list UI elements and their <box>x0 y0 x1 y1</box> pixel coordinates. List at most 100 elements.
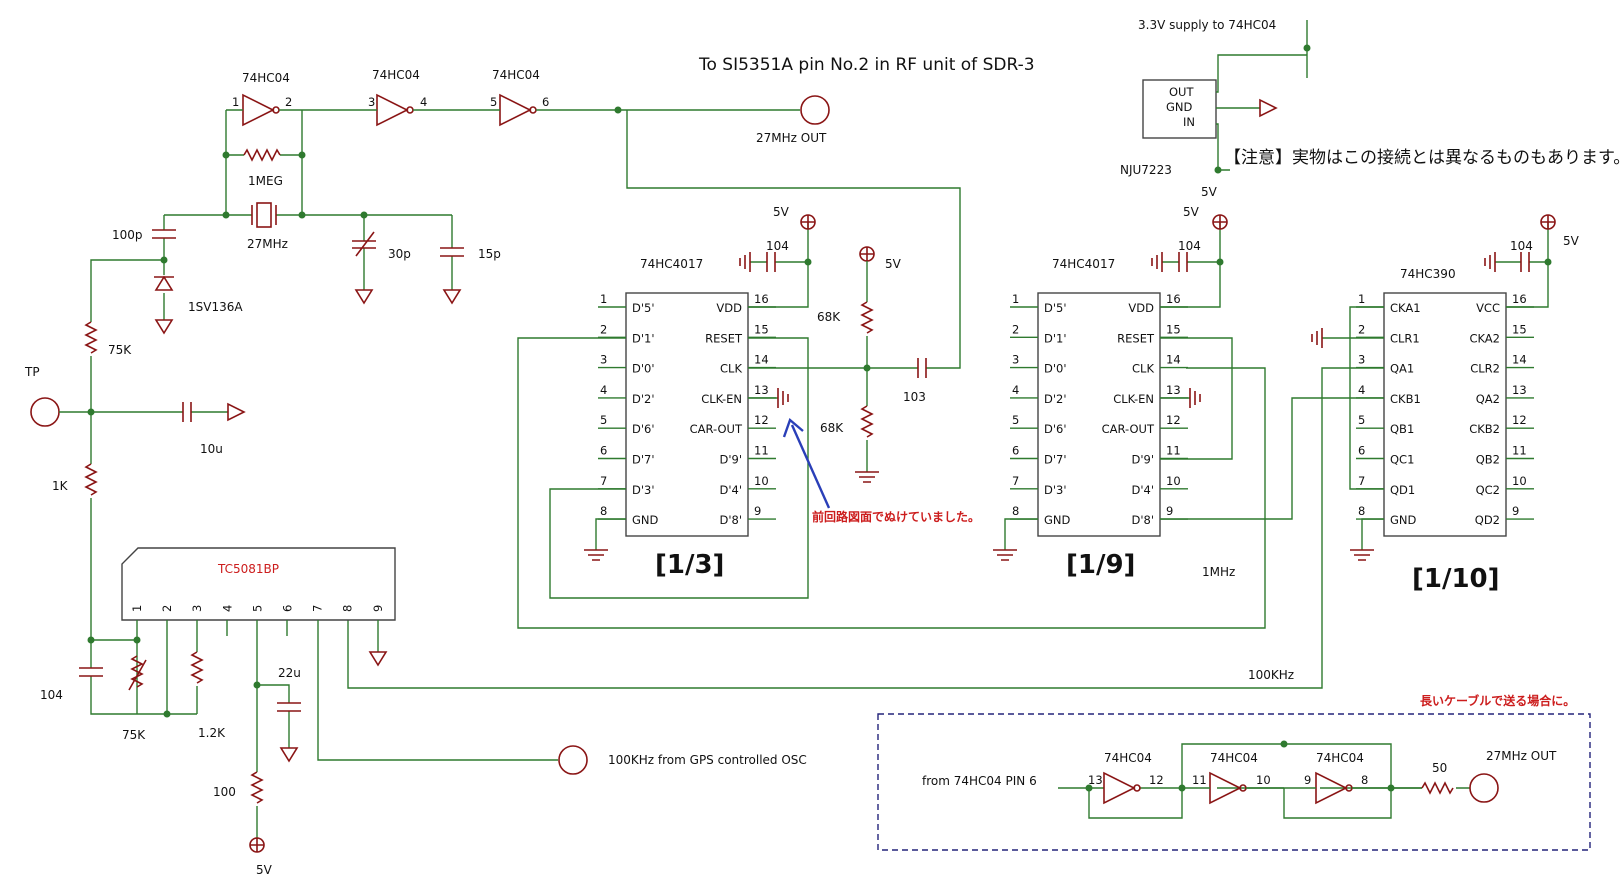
buffer-box <box>877 713 1591 851</box>
ic3-name: 74HC390 <box>1400 267 1456 281</box>
ground-symbol <box>584 549 608 561</box>
c15p-label: 15p <box>478 247 501 261</box>
ic2-pin-name: VDD <box>1128 301 1154 315</box>
ic2-pin-number: 4 <box>1012 383 1019 397</box>
ic3-pin-name: CKB2 <box>1469 422 1500 436</box>
pll-resistor-100 <box>250 771 264 804</box>
ic3-pin-number: 6 <box>1358 444 1365 458</box>
resistor-1k <box>84 463 98 496</box>
title-label: To SI5351A pin No.2 in RF unit of SDR-3 <box>698 55 1035 75</box>
ic2-pin-number: 13 <box>1166 383 1181 397</box>
regulator-5v: 5V <box>1201 185 1218 199</box>
ic1-pin-name: CLK-EN <box>701 392 742 406</box>
inverter-3-symbol <box>499 93 532 127</box>
ic1-decoupling-cap <box>766 252 776 272</box>
freq-100khz: 100KHz <box>1248 668 1294 682</box>
buffer-source-label: from 74HC04 PIN 6 <box>922 774 1037 788</box>
varicap-diode <box>154 275 174 291</box>
ground-symbol <box>855 471 879 483</box>
ic1-body <box>625 292 749 537</box>
ic2-pin-name: GND <box>1044 513 1071 527</box>
pll-cap-22u <box>277 702 301 712</box>
ic3-pin-number: 11 <box>1512 444 1527 458</box>
pin-label: 9 <box>1304 773 1311 787</box>
ic3-pin-name: QC2 <box>1476 483 1500 497</box>
pll-pin-number: 9 <box>371 605 385 612</box>
ground-symbol <box>1484 252 1496 272</box>
ic1-pin-name: RESET <box>705 331 743 345</box>
ic3-pin-name: QB1 <box>1390 422 1414 436</box>
tp-terminal <box>30 397 60 427</box>
pll-pin-number: 5 <box>250 605 264 612</box>
ic2-decoupling-cap <box>1178 252 1188 272</box>
ground-symbol <box>1350 549 1374 561</box>
ic1-pin-number: 12 <box>754 413 769 427</box>
pll-name: TC5081BP <box>217 562 279 576</box>
resistor-1meg <box>243 148 281 162</box>
ic1-pin-name: VDD <box>716 301 742 315</box>
ic1-pin-name: D'3' <box>632 483 655 497</box>
ic3-pin-name: GND <box>1390 513 1417 527</box>
ic1-pin-number: 7 <box>600 474 607 488</box>
pll-pin-number: 4 <box>220 605 234 612</box>
ic2-pin-number: 10 <box>1166 474 1181 488</box>
inverter-2-symbol <box>376 93 409 127</box>
ic2-pin-number: 1 <box>1012 292 1019 306</box>
bias-resistor-top <box>860 301 874 334</box>
pll-pin-number: 7 <box>311 605 325 612</box>
regulator-name: NJU7223 <box>1120 163 1172 177</box>
ground-symbol <box>279 747 299 763</box>
ground-symbol <box>442 289 462 305</box>
pll-r1-2k-label: 1.2K <box>198 726 226 740</box>
ic3-pin-number: 7 <box>1358 474 1365 488</box>
crystal-27mhz <box>256 202 272 228</box>
pll-pin-number: 3 <box>190 605 204 612</box>
out-27mhz-label: 27MHz OUT <box>756 131 827 145</box>
ic3-5v: 5V <box>1563 234 1580 248</box>
ground-symbol <box>227 402 246 422</box>
tp-label: TP <box>24 365 40 379</box>
ic2-pin-number: 7 <box>1012 474 1019 488</box>
pll-pin-number: 2 <box>160 605 174 612</box>
buffer-r50-label: 50 <box>1432 761 1447 775</box>
ic2-pin-number: 9 <box>1166 504 1173 518</box>
ic2-pin-name: RESET <box>1117 331 1155 345</box>
ic3-pin-number: 14 <box>1512 353 1527 367</box>
ic2-pin-name: D'0' <box>1044 362 1067 376</box>
pin-label: 3 <box>368 95 375 109</box>
ic2-pin-number: 6 <box>1012 444 1019 458</box>
ic3-pin-number: 8 <box>1358 504 1365 518</box>
ic3-pin-name: QD2 <box>1475 513 1500 527</box>
buffer-inv1-label: 74HC04 <box>1104 751 1152 765</box>
ic2-pin-name: D'5' <box>1044 301 1067 315</box>
ic1-pin-number: 11 <box>754 444 769 458</box>
ic3-pin-name: QA2 <box>1476 392 1500 406</box>
ground-symbol <box>777 388 789 408</box>
ic3-pin-number: 15 <box>1512 322 1527 336</box>
buffer-out-terminal <box>1469 773 1499 803</box>
long-cable-note: 長いケーブルで送る場合に。 <box>1420 693 1575 708</box>
ic2-pin-name: D'6' <box>1044 422 1067 436</box>
ic3-section: 74HC390 1CKA12CLR13QA14CKB15QB16QC17QD18… <box>347 214 1580 689</box>
pll-c104-label: 104 <box>40 688 63 702</box>
ic2-pin-name: D'4' <box>1132 483 1155 497</box>
ic2-pin-number: 3 <box>1012 353 1019 367</box>
ic2-pin-name: CLK <box>1132 362 1154 376</box>
inverter-2-label: 74HC04 <box>372 68 420 82</box>
capacitor-15p <box>440 247 464 257</box>
ic1-pin-name: CAR-OUT <box>690 422 743 436</box>
ic3-pin-number: 3 <box>1358 353 1365 367</box>
pin-label: 13 <box>1088 773 1103 787</box>
ic2-pin-number: 15 <box>1166 322 1181 336</box>
pin-label: 6 <box>542 95 549 109</box>
ic3-pin-number: 4 <box>1358 383 1365 397</box>
ic1-pin-name: D'9' <box>720 453 743 467</box>
pll-cap-104 <box>79 667 103 677</box>
ic3-decoupling-cap <box>1520 252 1530 272</box>
ic3-pin-number: 1 <box>1358 292 1365 306</box>
pin-label: 1 <box>232 95 239 109</box>
coupling-cap-103 <box>917 358 927 378</box>
regulator-body <box>1142 79 1217 139</box>
ic1-pin-number: 8 <box>600 504 607 518</box>
